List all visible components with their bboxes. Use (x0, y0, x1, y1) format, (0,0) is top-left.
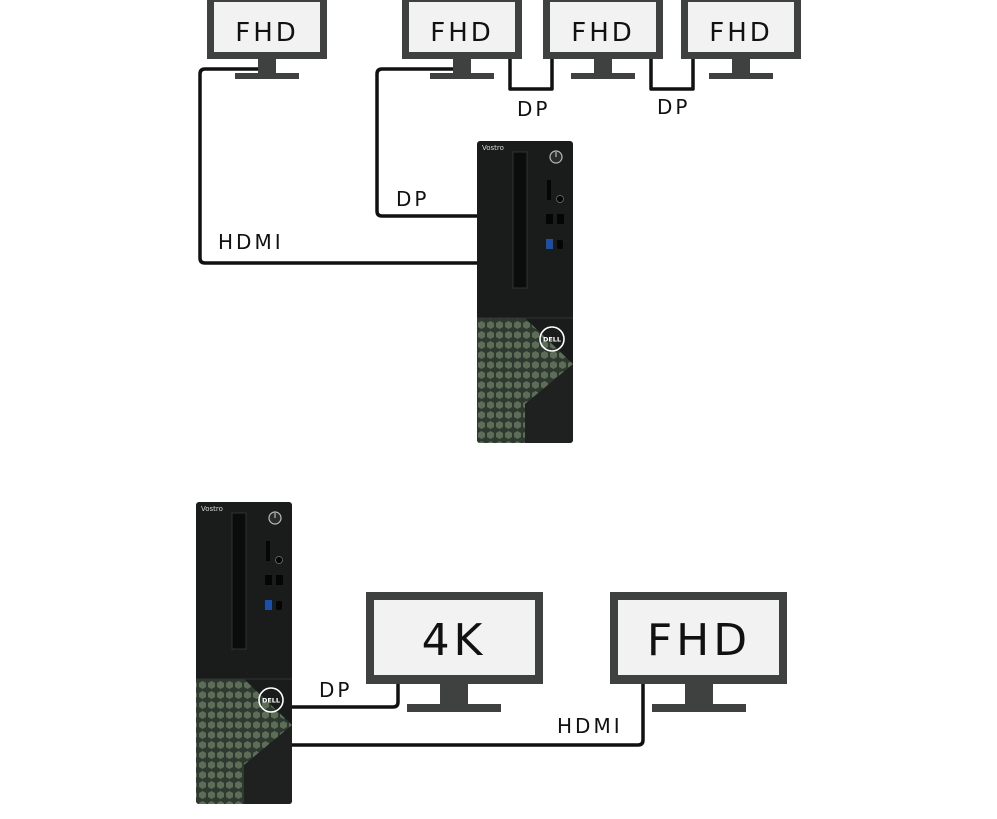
tower-brand: DELL (543, 336, 561, 344)
usb3-port-icon (265, 600, 272, 610)
cables-bottom (292, 684, 645, 747)
top-setup: FHD FHD FHD FHD DP (198, 0, 801, 443)
tower-model-label: Vostro (482, 144, 504, 152)
dp-cable (292, 684, 400, 709)
usb-c-port-icon (557, 240, 563, 249)
monitor-base (571, 73, 635, 79)
monitor-label: FHD (647, 615, 751, 666)
monitor-label: FHD (235, 18, 299, 48)
monitor-base (430, 73, 494, 79)
audio-jack-icon (275, 556, 283, 564)
usb-c-port-icon (276, 601, 282, 610)
cable-label-dp-chain-1: DP (517, 97, 550, 121)
sd-card-slot (266, 541, 270, 561)
usb-port-icon (265, 575, 272, 585)
dell-logo-icon (258, 687, 284, 713)
monitor-base (235, 73, 299, 79)
usb3-port-icon (546, 239, 553, 249)
cable-label-hdmi: HDMI (557, 714, 623, 738)
monitor-label: FHD (709, 18, 773, 48)
monitor-label: 4K (422, 615, 487, 666)
dp-cable-main (375, 67, 477, 218)
optical-drive-slot (231, 512, 247, 650)
monitor-screen (409, 2, 515, 52)
cable-label-dp-chain-2: DP (657, 95, 690, 119)
cable-label-dp: DP (319, 678, 352, 702)
monitor-neck (594, 59, 612, 74)
usb-port-icon (557, 214, 564, 224)
monitor-screen (618, 600, 779, 675)
monitor-base (652, 704, 746, 712)
monitor-base (709, 73, 773, 79)
cable-label-dp: DP (396, 187, 429, 211)
usb-port-icon (546, 214, 553, 224)
dp-chain-cable-2 (649, 55, 695, 91)
hdmi-cable (292, 684, 645, 747)
monitor-base (407, 704, 501, 712)
cable-label-hdmi: HDMI (218, 230, 284, 254)
cables-top (198, 55, 695, 265)
monitor-fhd-1: FHD (207, 0, 327, 79)
hdmi-cable (198, 67, 477, 265)
monitor-fhd-5: FHD (610, 592, 787, 712)
monitor-4k: 4K (366, 592, 543, 712)
monitor-neck (732, 59, 750, 74)
monitor-label: FHD (571, 18, 635, 48)
sd-card-slot (547, 180, 551, 200)
tower-brand: DELL (262, 697, 280, 705)
desktop-tower-top: Vostro DELL (477, 141, 573, 443)
monitor-neck (685, 684, 713, 705)
desktop-tower-bottom: Vostro DELL (196, 502, 292, 804)
bottom-setup: 4K FHD DP HDMI Vostro (196, 502, 787, 804)
monitor-screen (688, 2, 794, 52)
monitor-neck (440, 684, 468, 705)
tower-model-label: Vostro (201, 505, 223, 513)
monitor-fhd-4: FHD (681, 0, 801, 79)
dp-chain-cable-1 (508, 55, 554, 91)
monitor-neck (258, 59, 276, 74)
monitor-neck (453, 59, 471, 74)
monitor-fhd-3: FHD (543, 0, 663, 79)
monitor-label: FHD (430, 18, 494, 48)
usb-port-icon (276, 575, 283, 585)
optical-drive-slot (512, 151, 528, 289)
monitor-screen (214, 2, 320, 52)
monitor-fhd-2: FHD (402, 0, 522, 79)
monitor-screen (550, 2, 656, 52)
monitor-screen (374, 600, 535, 675)
audio-jack-icon (556, 195, 564, 203)
dell-logo-icon (539, 326, 565, 352)
